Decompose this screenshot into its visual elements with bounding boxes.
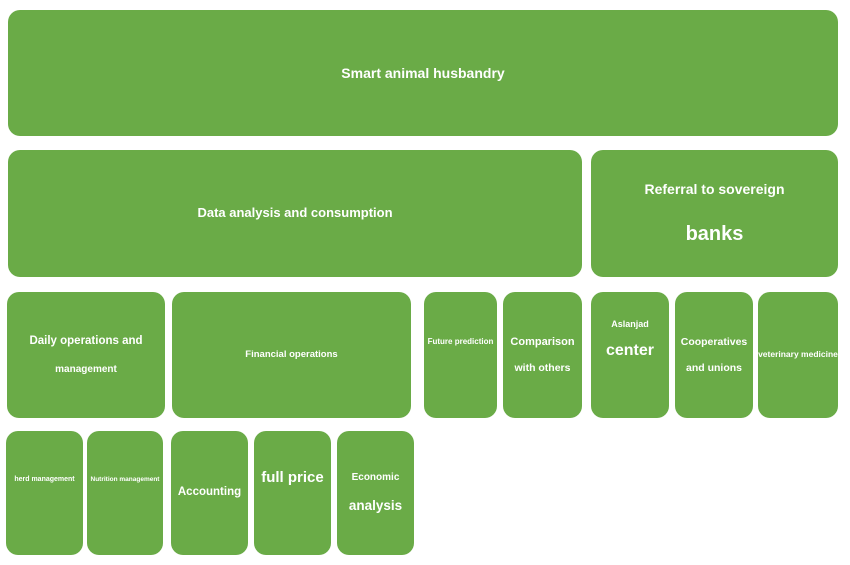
- node-future-prediction: Future prediction: [424, 292, 497, 418]
- node-label: Financial operations: [245, 348, 338, 360]
- node-label-line2: and unions: [686, 362, 742, 374]
- node-label-line1: Economic: [351, 472, 400, 484]
- node-nutrition-management: Nutrition management: [87, 431, 163, 555]
- node-label: Smart animal husbandry: [341, 64, 505, 81]
- node-label-line2: analysis: [348, 497, 403, 513]
- node-label: Nutrition management: [90, 476, 160, 484]
- node-smart-animal-husbandry: Smart animal husbandry: [8, 10, 838, 136]
- node-label-line1: Cooperatives: [680, 335, 748, 348]
- node-herd-management: herd management: [6, 431, 83, 555]
- node-economic-analysis: Economic analysis: [337, 431, 414, 555]
- node-financial-operations: Financial operations: [172, 292, 411, 418]
- node-label-line1: Aslanjad: [611, 319, 649, 330]
- node-daily-operations-management: Daily operations and management: [7, 292, 165, 418]
- node-label: herd management: [14, 475, 75, 483]
- node-label: full price: [261, 469, 324, 487]
- node-comparison-with-others: Comparison with others: [503, 292, 582, 418]
- node-full-price: full price: [254, 431, 331, 555]
- node-data-analysis-consumption: Data analysis and consumption: [8, 150, 582, 277]
- node-label-line1: Daily operations and: [29, 334, 143, 347]
- node-accounting: Accounting: [171, 431, 248, 555]
- node-label-line1: Referral to sovereign: [644, 180, 785, 197]
- node-label: Accounting: [177, 486, 242, 499]
- node-label: veterinary medicine: [758, 349, 838, 360]
- node-referral-sovereign-banks: Referral to sovereign banks: [591, 150, 838, 277]
- node-label-line2: center: [605, 342, 655, 360]
- node-label: Data analysis and consumption: [197, 205, 393, 221]
- node-label: Future prediction: [427, 337, 494, 347]
- node-label-line2: banks: [685, 223, 744, 246]
- node-label-line2: management: [55, 363, 117, 375]
- node-aslanjad-center: Aslanjad center: [591, 292, 669, 418]
- node-cooperatives-and-unions: Cooperatives and unions: [675, 292, 753, 418]
- node-veterinary-medicine: veterinary medicine: [758, 292, 838, 418]
- node-label-line1: Comparison: [510, 335, 575, 348]
- node-label-line2: with others: [514, 362, 571, 375]
